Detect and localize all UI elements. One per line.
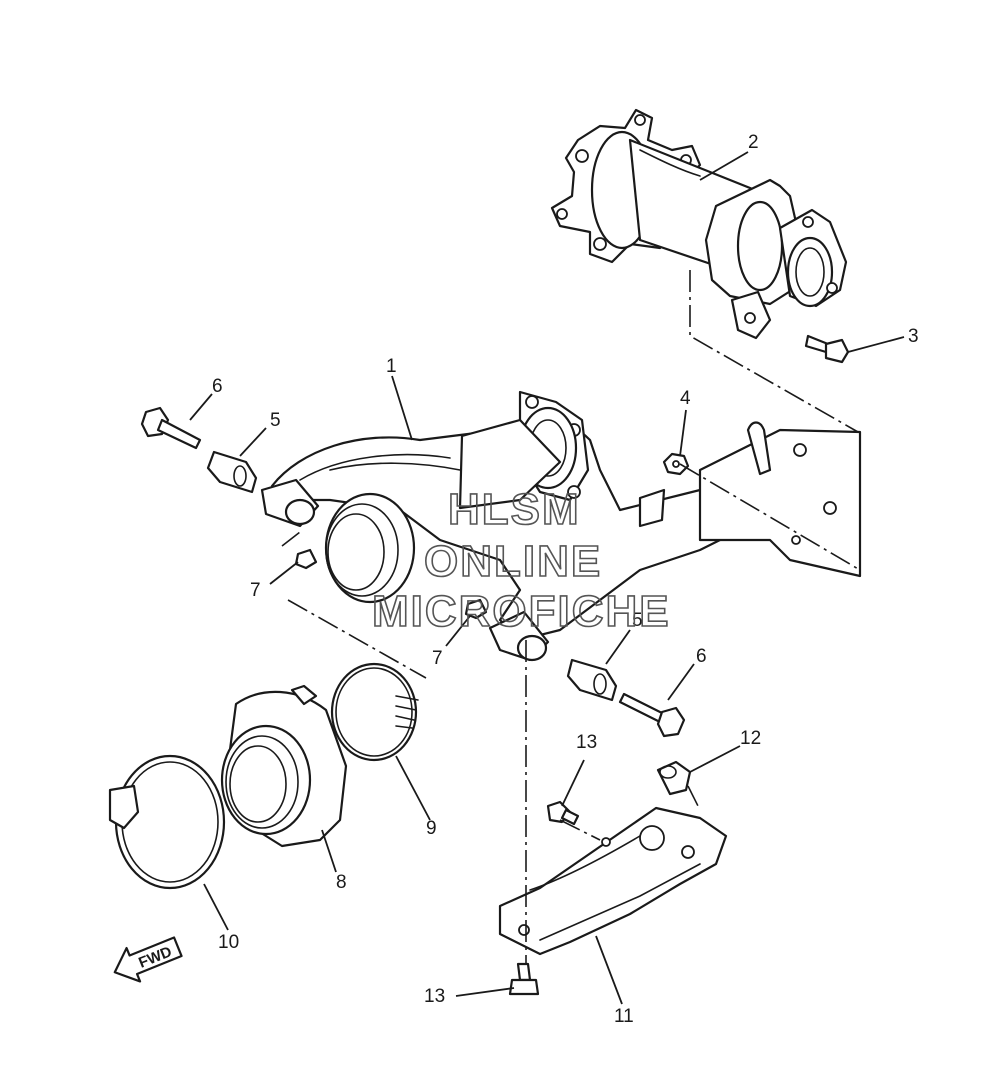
part-o-ring[interactable] <box>330 662 419 762</box>
part-damper[interactable] <box>656 760 692 796</box>
callout-1: 1 <box>386 356 397 377</box>
callout-3: 3 <box>908 326 919 347</box>
watermark-line-1: HLSM <box>448 485 581 534</box>
callout-13-upper: 13 <box>576 732 597 753</box>
callout-10: 10 <box>218 932 239 953</box>
part-bolt-13b[interactable] <box>508 962 540 996</box>
part-band-clamp[interactable] <box>108 754 226 890</box>
part-bearing-housing <box>324 492 416 604</box>
callout-6-upper: 6 <box>212 376 223 397</box>
callout-11: 11 <box>614 1006 634 1027</box>
part-bolt-3[interactable] <box>804 334 850 364</box>
callout-4: 4 <box>680 388 691 409</box>
fwd-direction-arrow: FWD <box>113 936 183 983</box>
callout-5-upper: 5 <box>270 410 281 431</box>
watermark-line-2: ONLINE <box>424 537 602 586</box>
part-pivot-bolt-6a[interactable] <box>140 406 202 450</box>
callout-5-lower: 5 <box>632 610 643 631</box>
part-pivot-bolt-6b[interactable] <box>618 692 686 738</box>
part-bolt-13a[interactable] <box>546 800 580 826</box>
callout-13-lower: 13 <box>424 986 445 1007</box>
leader-lines <box>189 151 905 1005</box>
callout-6-lower: 6 <box>696 646 707 667</box>
part-nut-4[interactable] <box>662 452 690 476</box>
part-axle-housing[interactable] <box>550 108 848 340</box>
assembly-lines <box>281 270 861 964</box>
watermark: HLSM ONLINE MICROFICHE <box>371 484 671 637</box>
callout-7-left: 7 <box>250 580 261 601</box>
callout-12: 12 <box>740 728 761 749</box>
part-swing-arm[interactable] <box>260 390 862 662</box>
part-grease-nipple-7a[interactable] <box>294 548 318 570</box>
callout-9: 9 <box>426 818 437 839</box>
watermark-line-3: MICROFICHE <box>372 587 671 636</box>
callout-labels: 1 2 3 4 5 5 6 6 7 7 8 9 10 11 12 13 13 <box>212 132 919 1027</box>
part-collar-5a[interactable] <box>206 450 258 494</box>
callout-7-right: 7 <box>432 648 443 669</box>
part-skid-plate[interactable] <box>498 806 728 956</box>
callout-2: 2 <box>748 132 759 153</box>
callout-8: 8 <box>336 872 347 893</box>
part-grease-nipple-7b[interactable] <box>464 598 488 620</box>
part-rubber-boot[interactable] <box>220 684 348 848</box>
part-collar-5b[interactable] <box>566 658 618 702</box>
